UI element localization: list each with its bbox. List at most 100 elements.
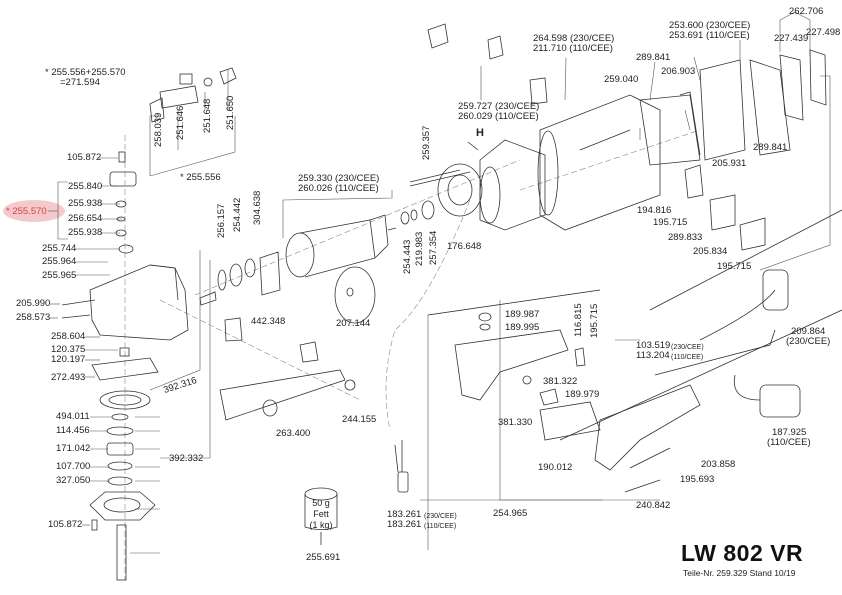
part-label[interactable]: 255.938 (68, 198, 103, 209)
part-label[interactable]: 207.144 (336, 318, 371, 329)
part-label[interactable]: 203.858 (701, 459, 736, 470)
part-label[interactable]: 257.354 (428, 230, 439, 265)
part-label[interactable]: 209.864 (791, 326, 826, 337)
part-label[interactable]: 259.357 (421, 125, 432, 160)
part-label[interactable]: 116.815 (573, 303, 584, 337)
part-label[interactable]: 256.654 (68, 213, 103, 224)
part-label[interactable]: 195.715 (589, 303, 600, 338)
part-label[interactable]: 259.330 (230/CEE) (298, 173, 380, 184)
part-label[interactable]: 219.983 (414, 231, 425, 266)
part-label-variant: (110/CEE) (767, 437, 811, 448)
center-lines (124, 129, 701, 580)
part-label[interactable]: 244.155 (342, 414, 377, 425)
part-label[interactable]: 255.965 (42, 270, 77, 281)
grease-name: Fett (313, 509, 329, 519)
part-label[interactable]: 255.744 (42, 243, 77, 254)
part-label[interactable]: 262.706 (789, 6, 824, 17)
part-label[interactable]: 171.042 (56, 443, 91, 454)
part-label[interactable]: 392.332 (169, 453, 204, 464)
part-label[interactable]: 189.995 (505, 322, 540, 333)
part-label[interactable]: 205.990 (16, 298, 51, 309)
gear-head-housing (61, 264, 189, 581)
part-label[interactable]: 255.938 (68, 227, 103, 238)
part-label[interactable]: 103.519 (636, 340, 671, 351)
part-label-variant: (230/CEE) (671, 344, 704, 351)
grease-can-label: 50 g Fett (1 kg) (307, 498, 335, 531)
part-label-variant: (110/CEE) (424, 523, 457, 530)
part-label-h[interactable]: H (476, 127, 484, 139)
part-label[interactable]: 195.693 (680, 474, 715, 485)
part-label[interactable]: 260.029 (110/CEE) (458, 111, 539, 122)
motor-housing (409, 23, 827, 251)
part-label[interactable]: 194.816 (637, 205, 672, 216)
part-label[interactable]: 251.650 (225, 95, 236, 130)
part-number-stand: Teile-Nr. 259.329 Stand 10/19 (683, 568, 796, 578)
part-label[interactable]: 258.039 (153, 112, 164, 147)
highlight-ellipse (3, 200, 65, 222)
part-label[interactable]: 381.330 (498, 417, 533, 428)
part-label[interactable]: 327.050 (56, 475, 91, 486)
part-label[interactable]: 255.840 (68, 181, 103, 192)
armature-group (199, 163, 483, 324)
part-label[interactable]: 263.400 (276, 428, 311, 439)
part-label[interactable]: 253.600 (230/CEE) (669, 20, 751, 31)
part-label[interactable]: 304.638 (252, 190, 263, 225)
part-label[interactable]: 289.833 (668, 232, 703, 243)
assembly-note-line2: =271.594 (60, 77, 100, 88)
part-label[interactable]: 240.842 (636, 500, 671, 511)
highlighted-part-label[interactable]: * 255.570 (6, 206, 47, 217)
part-label[interactable]: 187.925 (772, 427, 807, 438)
part-label[interactable]: 442.348 (251, 316, 286, 327)
part-label[interactable]: 254.443 (402, 239, 413, 274)
part-label[interactable]: 289.841 (636, 52, 671, 63)
part-label[interactable]: 255.964 (42, 256, 77, 267)
part-label[interactable]: 120.197 (51, 354, 86, 365)
part-label-variant: (230/CEE) (786, 336, 831, 347)
part-label[interactable]: 107.700 (56, 461, 91, 472)
part-label-variant: (230/CEE) (424, 513, 457, 520)
part-label[interactable]: 211.710 (110/CEE) (533, 43, 613, 54)
part-label[interactable]: 381.322 (543, 376, 578, 387)
grease-amount: 50 g (312, 498, 330, 508)
part-label[interactable]: 114.456 (56, 425, 90, 436)
part-label[interactable]: 260.026 (110/CEE) (298, 183, 379, 194)
part-label[interactable]: 258.573 (16, 312, 51, 323)
part-label[interactable]: 227.439 (774, 33, 809, 44)
part-label[interactable]: 205.834 (693, 246, 728, 257)
part-label[interactable]: 251.646 (175, 105, 186, 140)
part-label[interactable]: 189.979 (565, 389, 600, 400)
leader-lines (48, 11, 831, 554)
part-label[interactable]: 105.872 (48, 519, 83, 530)
part-label[interactable]: 183.261 (387, 509, 422, 520)
handle-assembly (219, 269, 801, 493)
part-label[interactable]: 195.715 (717, 261, 752, 272)
part-label[interactable]: 289.841 (753, 142, 788, 153)
part-label[interactable]: 494.011 (56, 411, 90, 422)
model-title: LW 802 VR (681, 540, 804, 566)
part-label[interactable]: 120.375 (51, 344, 86, 355)
part-label[interactable]: 190.012 (538, 462, 573, 473)
grease-pack: (1 kg) (309, 520, 333, 530)
part-label[interactable]: 259.727 (230/CEE) (458, 101, 540, 112)
part-label[interactable]: * 255.556 (180, 172, 221, 183)
part-label[interactable]: 253.691 (110/CEE) (669, 30, 750, 41)
part-label[interactable]: 176.648 (447, 241, 482, 252)
part-label[interactable]: 183.261 (387, 519, 422, 530)
part-label[interactable]: 189.987 (505, 309, 540, 320)
part-label[interactable]: 254.442 (232, 197, 243, 232)
part-label[interactable]: 195.715 (653, 217, 688, 228)
part-label[interactable]: 272.493 (51, 372, 86, 383)
part-label[interactable]: 256.157 (216, 203, 227, 238)
part-label[interactable]: 254.965 (493, 508, 528, 519)
part-label[interactable]: 255.691 (306, 552, 341, 563)
part-label[interactable]: 205.931 (712, 158, 747, 169)
part-label[interactable]: 259.040 (604, 74, 639, 85)
part-label[interactable]: 227.498 (806, 27, 841, 38)
part-label[interactable]: 264.598 (230/CEE) (533, 33, 615, 44)
part-label[interactable]: 206.903 (661, 66, 696, 77)
part-label[interactable]: 258.604 (51, 331, 86, 342)
part-label[interactable]: 105.872 (67, 152, 102, 163)
part-label[interactable]: 113.204 (636, 350, 670, 361)
part-label[interactable]: 251.648 (202, 98, 213, 133)
